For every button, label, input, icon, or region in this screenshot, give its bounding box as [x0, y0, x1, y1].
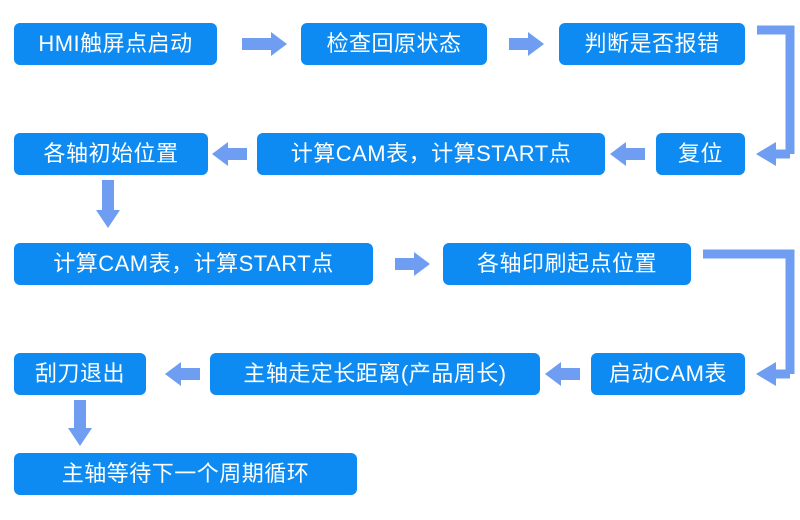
node-check-home-status[interactable]: 检查回原状态 — [301, 23, 487, 65]
edge-n4-n7 — [96, 180, 120, 228]
edge-n1-n2 — [242, 32, 287, 56]
node-axes-print-start-position[interactable]: 各轴印刷起点位置 — [443, 243, 691, 285]
node-axes-initial-position[interactable]: 各轴初始位置 — [14, 133, 208, 175]
edge-n5-n4 — [212, 142, 247, 166]
node-judge-error[interactable]: 判断是否报错 — [559, 23, 745, 65]
edge-n2-n3 — [509, 32, 544, 56]
node-reset[interactable]: 复位 — [656, 133, 745, 175]
edge-n11-n10 — [545, 362, 580, 386]
node-hmi-touch-start[interactable]: HMI触屏点启动 — [14, 23, 217, 65]
node-start-cam-table[interactable]: 启动CAM表 — [591, 353, 745, 395]
node-spindle-fixed-distance[interactable]: 主轴走定长距离(产品周长) — [210, 353, 540, 395]
node-scraper-retract[interactable]: 刮刀退出 — [14, 353, 146, 395]
edge-n9-n12 — [68, 400, 92, 446]
node-calc-cam-start-row3[interactable]: 计算CAM表，计算START点 — [14, 243, 373, 285]
edge-n7-n8 — [395, 252, 430, 276]
edge-n10-n9 — [165, 362, 200, 386]
node-spindle-wait-next-cycle[interactable]: 主轴等待下一个周期循环 — [14, 453, 357, 495]
edge-n6-n5 — [610, 142, 645, 166]
node-calc-cam-start-row2[interactable]: 计算CAM表，计算START点 — [257, 133, 605, 175]
edge-n3-n6 — [756, 25, 795, 166]
